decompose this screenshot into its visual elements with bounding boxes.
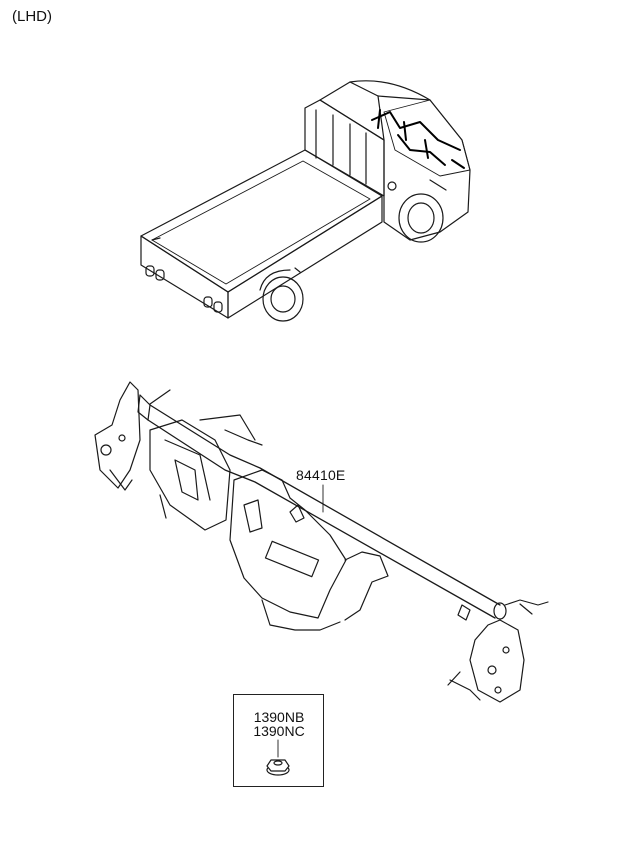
flange-nut-icon: [266, 759, 290, 776]
part-number-crash-pad-bar: 84410E: [296, 467, 346, 483]
nut-part-box: [233, 694, 324, 787]
variant-label: (LHD): [12, 8, 52, 25]
truck-illustration: [140, 80, 471, 322]
cowl-cross-bar-assembly: [94, 381, 549, 703]
part-number-nut-2: 1390NC: [253, 723, 305, 739]
part-number-nut-1: 1390NB: [253, 709, 305, 725]
